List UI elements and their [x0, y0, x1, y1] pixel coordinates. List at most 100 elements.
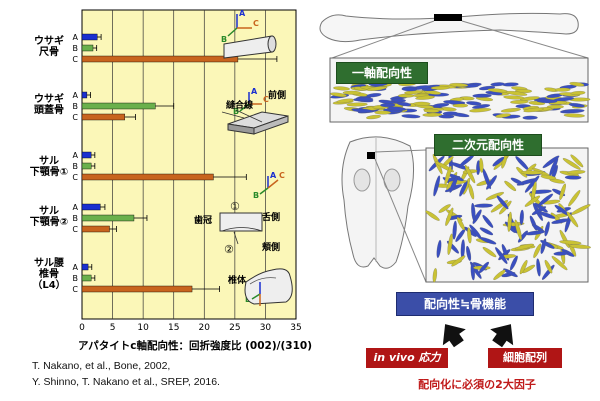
crystal — [570, 204, 591, 215]
crystal — [442, 111, 458, 116]
crystal — [525, 230, 545, 236]
crystal — [401, 87, 417, 92]
x-tick-label: 30 — [260, 323, 272, 333]
series-label: A — [73, 33, 79, 42]
crystal — [569, 82, 585, 87]
inset-axis-letter: B — [221, 35, 227, 44]
crystal — [455, 228, 466, 242]
bar-a — [81, 33, 98, 41]
crystal — [503, 268, 518, 278]
crystal — [562, 109, 585, 114]
crystal — [346, 102, 368, 107]
crystal — [495, 113, 511, 118]
front-label: 前側 — [268, 91, 287, 101]
crystal — [479, 157, 484, 173]
crystal — [509, 255, 518, 271]
crystal — [466, 245, 472, 261]
crystal — [366, 93, 382, 98]
crystal — [423, 108, 440, 113]
series-label: B — [73, 162, 79, 171]
skull-illustration — [341, 136, 427, 283]
bar-b — [81, 44, 94, 52]
inset-axis-letter: A — [251, 87, 258, 96]
crystal — [505, 91, 528, 96]
uniaxial-badge: 一軸配向性 — [336, 62, 428, 84]
crystal — [568, 103, 585, 108]
crystal — [449, 83, 469, 87]
inset-axis-letter: C — [279, 171, 285, 180]
crystal — [553, 251, 569, 256]
inset-axis-letter: A — [239, 9, 246, 18]
crystal — [479, 237, 497, 245]
suture-label: 縫合線 — [226, 101, 254, 111]
group-label-rabbit-skull: ウサギ 頭蓋骨 — [34, 94, 64, 116]
group-label-monkey-mandible-2: サル 下顎骨② — [29, 206, 69, 228]
ulna-bone-illustration — [319, 12, 589, 59]
crystal — [425, 210, 440, 221]
series-label: A — [73, 91, 79, 100]
x-tick-label: 10 — [137, 323, 149, 333]
crystal — [471, 202, 476, 222]
crystal — [397, 102, 412, 107]
bar-a — [81, 91, 88, 99]
crystal — [478, 261, 489, 274]
biaxial-crystals — [425, 151, 591, 283]
crystal — [398, 93, 415, 98]
x-tick-label: 0 — [79, 323, 85, 333]
crystal — [366, 114, 381, 120]
crystal — [466, 101, 482, 106]
crystal — [482, 214, 494, 228]
crystal — [549, 178, 565, 184]
series-label: C — [72, 225, 78, 234]
series-label: C — [72, 113, 78, 122]
buccal-label: 頬側 — [262, 243, 281, 253]
crystal — [444, 165, 452, 185]
crystal — [413, 101, 431, 106]
crystal — [468, 183, 475, 200]
crystal — [415, 95, 435, 100]
crystal — [524, 195, 541, 207]
crystal — [533, 243, 542, 259]
biaxial-badge: 二次元配向性 — [434, 134, 542, 156]
crystal — [559, 240, 582, 245]
group-label-rabbit-ulna: ウサギ 尺骨 — [34, 36, 64, 58]
crystal — [490, 82, 505, 87]
crystal — [542, 155, 560, 169]
crystal — [504, 180, 517, 192]
vertebral-body-label: 椎体 — [228, 276, 247, 286]
function-box: 配向性≒骨機能 — [396, 292, 534, 316]
x-tick-label: 15 — [168, 323, 179, 333]
crystal — [544, 259, 553, 274]
x-tick-label: 25 — [229, 323, 240, 333]
crystal — [568, 190, 581, 207]
reference-2: Y. Shinno, T. Nakano et al., SREP, 2016. — [32, 376, 220, 388]
crystal — [443, 100, 463, 105]
bar-b — [81, 162, 92, 170]
crystal — [514, 219, 522, 241]
crystal — [562, 158, 581, 170]
x-tick-label: 20 — [199, 323, 211, 333]
crystal — [495, 247, 508, 264]
arrow-right-icon — [490, 324, 514, 348]
denticle-label: 歯冠 — [194, 216, 213, 226]
bar-a — [81, 151, 92, 159]
crystal — [540, 174, 557, 180]
bar-c — [81, 55, 239, 63]
crystal — [566, 211, 579, 228]
x-axis-label: アパタイトc軸配向性：回折強度比 (002)/(310) — [77, 340, 313, 352]
crystal — [554, 87, 571, 92]
crystal — [519, 96, 540, 101]
crystal — [493, 269, 506, 280]
series-label: B — [73, 214, 79, 223]
series-label: C — [72, 285, 78, 294]
crystal — [467, 227, 472, 244]
crystal — [520, 170, 543, 175]
inset-axis-letter: B — [253, 191, 259, 200]
crystal — [563, 113, 585, 118]
crystal — [342, 90, 361, 95]
group-label-monkey-mandible-1: サル 下顎骨① — [29, 156, 69, 178]
crystal — [436, 239, 442, 258]
x-tick-label: 5 — [110, 323, 116, 333]
crystal — [374, 110, 391, 115]
